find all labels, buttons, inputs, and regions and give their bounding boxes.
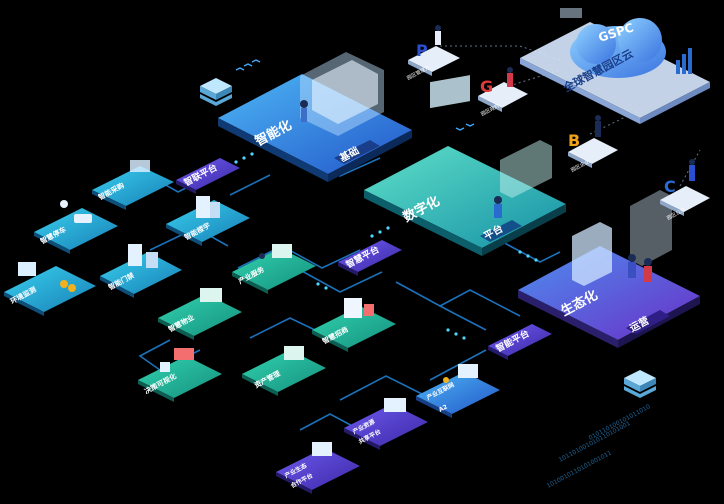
tile-zhinenglouyu[interactable]: 智能楼宇 — [166, 196, 250, 246]
sub-chanyehulian: A2 — [438, 403, 449, 413]
letter-c: C — [664, 177, 676, 196]
tile-zhinenghua[interactable]: 智能化 基础 — [218, 52, 412, 182]
stakeholder-c[interactable]: C 园区公众 — [660, 159, 710, 222]
tile-chanyefuwu[interactable]: 产业服务 — [232, 244, 316, 294]
tile-zhihuizhaoshang[interactable]: 智慧招商 — [312, 298, 396, 352]
server-stack-icon — [200, 78, 232, 106]
tile-chanyeziyuan[interactable]: 产业资源 共享平台 — [344, 398, 428, 450]
svg-text:1010010110101001011: 1010010110101001011 — [546, 449, 613, 489]
stakeholder-g[interactable]: G 园区政府 — [478, 67, 528, 118]
tile-zichanguanli[interactable]: 资产管理 — [242, 346, 326, 396]
flow-dots — [234, 152, 538, 340]
tile-zhinengcaigou[interactable]: 智能采购 — [92, 160, 174, 210]
stakeholder-p[interactable]: P 园区管理方 — [406, 25, 460, 82]
tile-zhihuitingche[interactable]: 智慧停车 — [34, 200, 118, 254]
binary-stream: 101101001010110101001 010110100101011010… — [546, 403, 652, 490]
stakeholder-b[interactable]: B 园区企业 — [568, 115, 618, 174]
tile-juecekeshihua[interactable]: 决策可视化 — [138, 348, 222, 402]
connector-lines — [111, 149, 561, 431]
platform-zhilian[interactable]: 智联平台 — [176, 158, 240, 194]
platform-shuju[interactable]: 智能平台 — [488, 324, 552, 360]
tile-chanyehulian[interactable]: 产业互联网 A2 — [416, 364, 500, 418]
server-stack-icon-2 — [624, 370, 656, 398]
tile-shengtaihua[interactable]: 生态化 运营 — [518, 190, 700, 348]
letter-g: G — [480, 77, 493, 96]
tile-gspc-cloud[interactable]: GSPC 全球智慧园区云 — [520, 8, 710, 124]
tile-chanyeshengtai[interactable]: 产业生态 合作平台 — [276, 442, 360, 494]
tile-huanjingjiance[interactable]: 环境监测 — [4, 262, 96, 316]
letter-p: P — [416, 41, 428, 60]
tile-zhihuiwuye[interactable]: 智慧物业 — [158, 288, 242, 340]
platform-zhihui[interactable]: 智慧平台 — [338, 240, 402, 276]
letter-b: B — [568, 131, 580, 150]
tile-shuzihua[interactable]: 数字化 平台 — [364, 75, 566, 256]
svg-text:010110100101011010: 010110100101011010 — [588, 403, 652, 442]
tile-zhinengmenjin[interactable]: 智能门禁 — [100, 244, 182, 298]
chevron-markers — [235, 59, 475, 131]
